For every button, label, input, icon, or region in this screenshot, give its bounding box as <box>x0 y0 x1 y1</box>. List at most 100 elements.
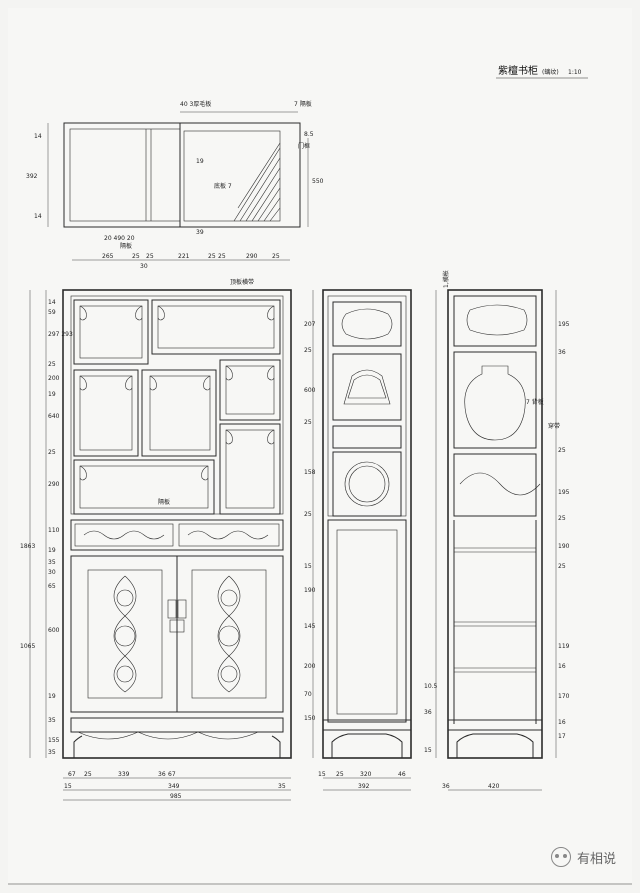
svg-text:25: 25 <box>558 563 566 570</box>
svg-text:25: 25 <box>558 515 566 522</box>
svg-text:392: 392 <box>358 783 370 790</box>
svg-text:36: 36 <box>442 783 450 790</box>
svg-text:19: 19 <box>48 693 56 700</box>
svg-text:985: 985 <box>170 793 182 800</box>
svg-text:221: 221 <box>178 253 190 260</box>
watermark-text: 有相说 <box>576 851 616 867</box>
svg-text:290: 290 <box>246 253 258 260</box>
svg-text:110: 110 <box>48 527 60 534</box>
svg-text:15: 15 <box>318 771 326 778</box>
svg-text:36: 36 <box>558 349 566 356</box>
svg-text:420: 420 <box>488 783 500 790</box>
svg-text:1:10: 1:10 <box>568 69 582 76</box>
svg-text:67: 67 <box>68 771 76 778</box>
svg-text:门框: 门框 <box>298 142 310 150</box>
svg-text:15: 15 <box>64 783 72 790</box>
svg-text:600: 600 <box>304 387 316 394</box>
svg-text:25: 25 <box>208 253 216 260</box>
svg-text:320: 320 <box>360 771 372 778</box>
svg-text:底板 7: 底板 7 <box>214 182 232 190</box>
svg-text:207: 207 <box>304 321 316 328</box>
svg-text:59: 59 <box>48 309 56 316</box>
svg-text:150: 150 <box>304 715 316 722</box>
svg-text:25: 25 <box>558 447 566 454</box>
svg-text:顶板横带: 顶板横带 <box>230 278 254 286</box>
svg-text:14: 14 <box>34 133 42 140</box>
svg-text:25: 25 <box>48 449 56 456</box>
svg-text:10.5: 10.5 <box>424 683 438 690</box>
svg-text:25: 25 <box>146 253 154 260</box>
svg-text:隔板: 隔板 <box>158 498 170 506</box>
svg-text:35: 35 <box>48 749 56 756</box>
svg-text:640: 640 <box>48 413 60 420</box>
svg-text:550: 550 <box>312 178 324 185</box>
wechat-icon <box>550 847 571 867</box>
svg-text:155: 155 <box>48 737 60 744</box>
svg-text:25: 25 <box>304 419 312 426</box>
svg-text:1,横枨: 1,横枨 <box>442 270 450 288</box>
svg-text:35: 35 <box>48 559 56 566</box>
svg-text:25: 25 <box>304 511 312 518</box>
svg-text:19: 19 <box>48 391 56 398</box>
front-elevation: 265 25 25 221 25 25 290 25 30 顶板横带 隔板 <box>20 253 292 801</box>
svg-text:25: 25 <box>84 771 92 778</box>
svg-text:600: 600 <box>48 627 60 634</box>
svg-text:195: 195 <box>558 321 570 328</box>
svg-text:200: 200 <box>304 663 316 670</box>
svg-text:35: 35 <box>278 783 286 790</box>
svg-text:25: 25 <box>304 347 312 354</box>
svg-text:14: 14 <box>34 213 42 220</box>
svg-text:25: 25 <box>218 253 226 260</box>
svg-text:19: 19 <box>48 547 56 554</box>
svg-text:190: 190 <box>304 587 316 594</box>
drawing-sheet: 紫檀书柜 (螭纹) 1:10 底板 7 门框 40 3厚毛板 7 隔板 20 4… <box>8 8 632 885</box>
svg-text:30: 30 <box>48 569 56 576</box>
svg-text:1065: 1065 <box>20 643 35 650</box>
svg-text:16: 16 <box>558 663 566 670</box>
svg-text:紫檀书柜: 紫檀书柜 <box>498 64 538 77</box>
svg-text:46: 46 <box>398 771 406 778</box>
svg-text:195: 195 <box>558 489 570 496</box>
svg-text:1863: 1863 <box>20 543 35 550</box>
svg-text:36: 36 <box>424 709 432 716</box>
svg-text:67: 67 <box>168 771 176 778</box>
svg-text:145: 145 <box>304 623 316 630</box>
drawing-title: 紫檀书柜 (螭纹) 1:10 <box>496 64 588 79</box>
svg-text:(螭纹): (螭纹) <box>542 68 559 76</box>
svg-text:14: 14 <box>48 299 56 306</box>
svg-text:200: 200 <box>48 375 60 382</box>
svg-text:39: 39 <box>196 229 204 236</box>
cabinet-drawing: 紫檀书柜 (螭纹) 1:10 底板 7 门框 40 3厚毛板 7 隔板 20 4… <box>8 64 632 885</box>
svg-text:349: 349 <box>168 783 180 790</box>
svg-text:15: 15 <box>304 563 312 570</box>
svg-text:7 隔板: 7 隔板 <box>294 100 312 108</box>
svg-text:170: 170 <box>558 693 570 700</box>
watermark: 有相说 <box>550 847 616 867</box>
svg-text:35: 35 <box>48 717 56 724</box>
svg-text:30: 30 <box>140 263 148 270</box>
svg-text:25: 25 <box>132 253 140 260</box>
section-elevation: 207 25 600 25 158 25 15 190 145 200 70 1… <box>304 289 412 791</box>
svg-text:392: 392 <box>26 173 38 180</box>
svg-text:190: 190 <box>558 543 570 550</box>
svg-text:20 490 20: 20 490 20 <box>104 235 135 242</box>
right-section: 7 背板 1,横枨 穿带 195 36 25 195 25 190 25 119… <box>424 270 570 791</box>
svg-text:40 3厚毛板: 40 3厚毛板 <box>180 100 211 108</box>
svg-text:119: 119 <box>558 643 570 650</box>
plan-view: 底板 7 门框 40 3厚毛板 7 隔板 20 490 20 隔板 14 392… <box>26 100 324 250</box>
svg-text:265: 265 <box>102 253 114 260</box>
svg-text:16: 16 <box>558 719 566 726</box>
svg-text:隔板: 隔板 <box>120 242 132 250</box>
svg-text:36: 36 <box>158 771 166 778</box>
svg-text:15: 15 <box>424 747 432 754</box>
svg-text:25: 25 <box>336 771 344 778</box>
svg-text:8.5: 8.5 <box>304 131 314 138</box>
svg-text:297 293: 297 293 <box>48 331 73 338</box>
svg-text:65: 65 <box>48 583 56 590</box>
svg-text:19: 19 <box>196 158 204 165</box>
svg-text:25: 25 <box>272 253 280 260</box>
svg-text:339: 339 <box>118 771 130 778</box>
svg-text:25: 25 <box>48 361 56 368</box>
svg-text:290: 290 <box>48 481 60 488</box>
svg-text:7 背板: 7 背板 <box>526 398 544 406</box>
